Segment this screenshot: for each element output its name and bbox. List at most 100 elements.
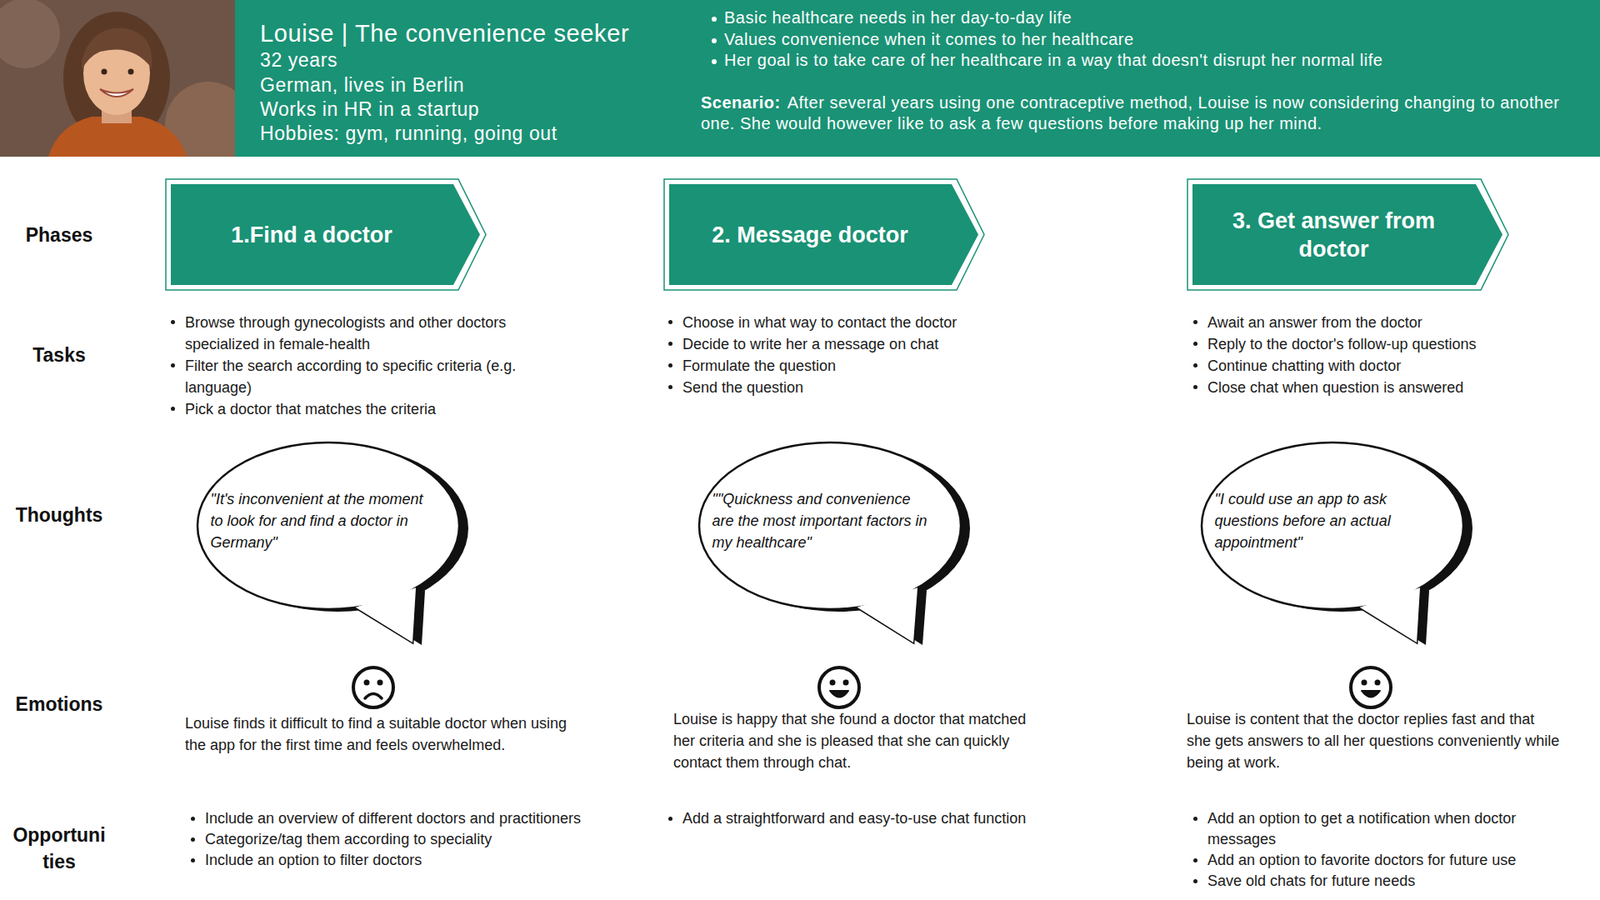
- thought-text: "I could use an app to ask questions bef…: [1215, 488, 1438, 554]
- persona-bullet: Her goal is to take care of her healthca…: [724, 50, 1383, 70]
- happy-face-icon: [1350, 667, 1391, 708]
- opportunity-list-item: Include an overview of different doctors…: [205, 808, 605, 830]
- photo-blur: [0, 0, 60, 69]
- row-heading-item: Tasks: [5, 341, 114, 369]
- photo-eye: [128, 69, 135, 75]
- photo-eye: [101, 69, 108, 75]
- thought-bubble: ""Quickness and convenience are the most…: [695, 439, 980, 648]
- opportunity-list: Add an option to get a notification when…: [1207, 808, 1550, 892]
- task-list-item: Formulate the question: [682, 355, 1041, 377]
- face-eye: [843, 680, 850, 686]
- phase-arrow-shape: [1186, 178, 1510, 291]
- task-list-item: Pick a doctor that matches the criteria: [185, 398, 519, 420]
- persona-bullet: Values convenience when it comes to her …: [724, 30, 1135, 49]
- emotion-text-item: Louise finds it difficult to find a suit…: [185, 712, 569, 756]
- face-outline: [353, 667, 394, 708]
- row-heading-item: Emotions: [5, 690, 114, 718]
- phase-label-box: 3. Get answer from doctor: [1191, 183, 1476, 286]
- photo-smile: [100, 89, 134, 97]
- persona-bullet: Values convenience when it comes to her …: [724, 28, 1583, 50]
- happy-face-icon: [819, 667, 860, 708]
- persona-detail: 32 years: [260, 49, 338, 71]
- persona-detail: German, lives in Berlin: [260, 74, 465, 96]
- phase-arrow: 2. Message doctor: [663, 178, 985, 291]
- phase-arrow-outline: [165, 179, 486, 290]
- task-list-item: Filter the search according to specific …: [185, 355, 519, 399]
- persona-detail: Works in HR in a startup: [260, 98, 480, 120]
- row-heading: Opportuni ties: [7, 821, 111, 875]
- opportunity-list-item: Categorize/tag them according to special…: [205, 829, 605, 850]
- task-list: Await an answer from the doctorReply to …: [1207, 311, 1575, 399]
- task-list-item: Send the question: [682, 376, 1041, 399]
- phase-arrow-fill: [170, 184, 480, 285]
- persona-name: Louise | The convenience seeker: [260, 18, 727, 49]
- persona-detail: Hobbies: gym, running, going out: [260, 122, 558, 145]
- row-heading: Emotions: [5, 690, 114, 718]
- scenario-text: After several years using one contracept…: [700, 93, 1560, 133]
- face-mouth: [830, 690, 849, 698]
- phase-arrow: 3. Get answer from doctor: [1186, 178, 1510, 291]
- thought-bubble: "It's inconvenient at the moment to look…: [194, 439, 478, 648]
- thought-bubble: "I could use an app to ask questions bef…: [1198, 439, 1482, 648]
- thought-text: "It's inconvenient at the moment to look…: [210, 488, 434, 554]
- row-heading: Phases: [5, 221, 114, 249]
- task-list-item: Choose in what way to contact the doctor: [682, 311, 1041, 334]
- scenario-text: Scenario:After several years using one c…: [700, 92, 1585, 135]
- persona-detail: Hobbies: gym, running, going out: [260, 121, 660, 145]
- persona-detail: 32 years: [260, 48, 594, 72]
- phase-title: 1.Find a doctor: [230, 220, 393, 250]
- face-outline: [1350, 667, 1391, 708]
- phase-label-box: 1.Find a doctor: [170, 183, 454, 286]
- task-list-item: Reply to the doctor's follow-up question…: [1207, 333, 1575, 355]
- persona-bullet: Basic healthcare needs in her day-to-day…: [724, 8, 1072, 27]
- phase-arrow: 1.Find a doctor: [165, 178, 487, 291]
- task-list: Browse through gynecologists and other d…: [185, 311, 519, 420]
- emotion-text: Louise is happy that she found a doctor …: [673, 708, 1040, 774]
- bubble-tail-fill: [857, 587, 918, 643]
- face-outline: [819, 667, 860, 708]
- persona-name: Louise | The convenience seeker: [260, 20, 630, 47]
- emotion-text-item: Louise is happy that she found a doctor …: [673, 708, 1040, 774]
- opportunity-list-item: Include an option to filter doctors: [205, 850, 605, 871]
- phase-arrow-fill: [1192, 184, 1503, 285]
- face-eye: [1361, 680, 1368, 686]
- row-heading-item: Thoughts: [5, 501, 114, 529]
- row-heading: Thoughts: [5, 501, 114, 529]
- scenario-text: Scenario:: [700, 93, 781, 112]
- row-heading-item: Phases: [5, 221, 114, 249]
- face-mouth: [1361, 690, 1380, 698]
- task-list-item: Close chat when question is answered: [1207, 376, 1575, 399]
- phase-title: 2. Message doctor: [711, 220, 909, 250]
- sad-face-icon: [353, 667, 394, 708]
- bubble-body: [1201, 442, 1464, 610]
- opportunity-list-item: Add an option to get a notification when…: [1207, 808, 1550, 850]
- persona-detail: Works in HR in a startup: [260, 97, 594, 121]
- persona-detail: German, lives in Berlin: [260, 73, 594, 97]
- face-eye: [1375, 680, 1381, 686]
- bubble-tail-fill: [355, 587, 416, 643]
- phase-arrow-fill: [669, 184, 979, 285]
- row-heading-item: Opportuni ties: [7, 821, 111, 875]
- task-list-item: Browse through gynecologists and other d…: [185, 311, 519, 355]
- opportunity-list: Include an overview of different doctors…: [205, 808, 605, 871]
- face-eye: [364, 680, 370, 686]
- opportunity-list-item: Add a straightforward and easy-to-use ch…: [682, 808, 1050, 830]
- persona-band: Louise | The convenience seeker32 yearsG…: [0, 0, 1600, 157]
- row-heading: Tasks: [5, 341, 114, 369]
- emotion-text: Louise finds it difficult to find a suit…: [185, 712, 569, 756]
- emotion-text: Louise is content that the doctor replie…: [1186, 708, 1562, 774]
- opportunity-list-item: Save old chats for future needs: [1207, 870, 1550, 892]
- thought-text: ""Quickness and convenience are the most…: [712, 488, 935, 554]
- face-eye: [377, 680, 384, 686]
- task-list-item: Decide to write her a message on chat: [682, 333, 1041, 355]
- task-list-item: Await an answer from the doctor: [1207, 311, 1575, 334]
- persona-bullet: Her goal is to take care of her healthca…: [724, 49, 1583, 71]
- phase-label-box: 2. Message doctor: [668, 183, 952, 286]
- face-eye: [830, 680, 836, 686]
- task-list-item: Continue chatting with doctor: [1207, 355, 1575, 377]
- persona-photo: [0, 0, 235, 157]
- bubble-tail-fill: [1360, 587, 1420, 643]
- opportunity-list-item: Add an option to favorite doctors for fu…: [1207, 850, 1550, 871]
- phase-arrow-outline: [1187, 179, 1509, 290]
